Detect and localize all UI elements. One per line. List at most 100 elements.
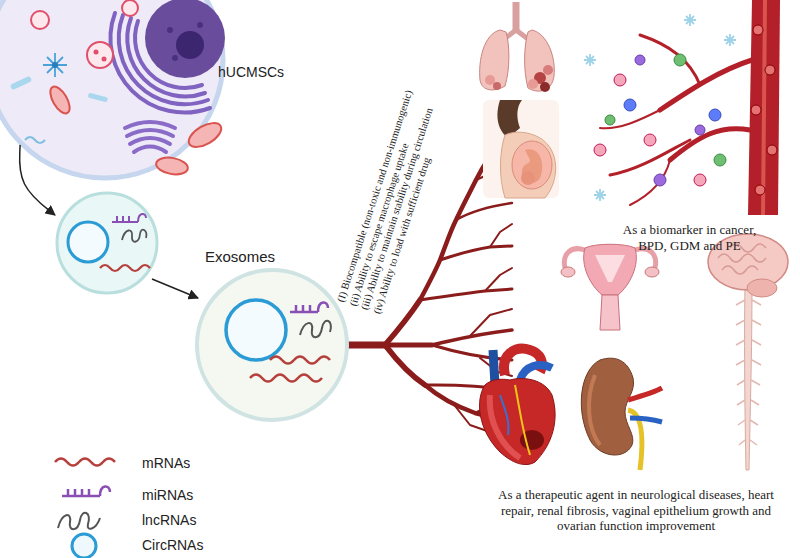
pregnancy-illustration bbox=[500, 132, 555, 198]
stem-cell-outline bbox=[122, 0, 138, 16]
node-label: hUCMSCs bbox=[218, 64, 308, 81]
cancer-vessel-illustration bbox=[674, 54, 686, 66]
vessel-tree bbox=[470, 309, 512, 336]
exosome-outline bbox=[226, 300, 286, 360]
stem-cell-outline bbox=[31, 11, 49, 29]
node-label: Exosomes bbox=[205, 248, 295, 266]
cancer-vessel-illustration bbox=[755, 185, 765, 195]
stem-cell-outline bbox=[10, 76, 32, 91]
heart-illustration bbox=[515, 385, 530, 455]
stem-cell-outline bbox=[88, 92, 109, 102]
stem-cell-outline bbox=[127, 130, 173, 136]
exosome-outline bbox=[57, 193, 157, 293]
exosome-outline bbox=[300, 321, 331, 338]
pregnancy-illustration bbox=[521, 171, 535, 185]
exosome-outline bbox=[250, 375, 322, 382]
brain-spine-illustration bbox=[747, 279, 777, 297]
uterus-illustration bbox=[561, 267, 575, 277]
stem-cell-outline bbox=[46, 84, 73, 117]
vessel-tree bbox=[385, 343, 432, 348]
kidney-illustration bbox=[589, 375, 600, 445]
vessel-tree bbox=[385, 345, 425, 385]
lungs-illustration bbox=[485, 75, 495, 85]
legend-label: CircRNAs bbox=[142, 537, 203, 554]
uterus-illustration bbox=[561, 244, 659, 330]
vessel-tree bbox=[485, 268, 512, 291]
stem-cell-outline bbox=[176, 31, 204, 59]
legend-label: lncRNAs bbox=[142, 512, 196, 529]
stem-cell-outline bbox=[167, 27, 173, 33]
stem-cell-outline bbox=[134, 147, 166, 153]
heart-illustration bbox=[500, 395, 508, 435]
cancer-vessel-illustration bbox=[605, 115, 615, 125]
uterus-illustration bbox=[600, 295, 620, 330]
vessel-tree bbox=[385, 300, 420, 345]
cancer-vessel-illustration bbox=[640, 35, 700, 85]
legend-samples bbox=[62, 486, 110, 496]
cancer-vessel-illustration bbox=[624, 99, 636, 111]
stem-cell-outline bbox=[52, 62, 58, 68]
cancer-vessel-illustration bbox=[765, 65, 775, 75]
brain-spine-illustration bbox=[708, 234, 788, 470]
legend-samples bbox=[55, 459, 115, 558]
brain-spine-illustration bbox=[736, 300, 761, 445]
cancer-vessel-illustration bbox=[600, 110, 660, 128]
stem-cell-outline bbox=[185, 118, 225, 152]
exosome-outline bbox=[122, 230, 146, 242]
legend-samples bbox=[55, 459, 115, 466]
lungs-illustration bbox=[540, 82, 550, 92]
pregnancy-illustration bbox=[483, 100, 559, 198]
cancer-vessel-illustration bbox=[584, 14, 736, 201]
heart-illustration bbox=[520, 365, 552, 380]
legend-samples bbox=[72, 534, 96, 558]
lungs-illustration bbox=[525, 30, 555, 91]
exosome-group: Exosomes bbox=[55, 190, 350, 425]
stem-cell-outline bbox=[43, 53, 67, 77]
exosome-outline bbox=[100, 265, 150, 271]
stem-cell: hUCMSCs bbox=[0, 0, 225, 180]
cancer-vessel-illustration bbox=[644, 134, 656, 146]
lungs-illustration bbox=[543, 65, 553, 75]
vessel-tree bbox=[440, 246, 512, 260]
exosome-outline bbox=[197, 270, 347, 420]
legend-samples bbox=[58, 513, 100, 530]
legend-label: mRNAs bbox=[142, 455, 190, 472]
application-caption: As a therapeutic agent in neurological d… bbox=[486, 487, 786, 534]
cancer-vessel-illustration bbox=[751, 105, 761, 115]
cancer-vessel-illustration bbox=[694, 174, 706, 186]
vessel-tree bbox=[420, 289, 512, 300]
cancer-vessel-illustration bbox=[709, 109, 721, 121]
cancer-vessel-illustration bbox=[763, 0, 765, 215]
exosome-outline bbox=[68, 222, 108, 262]
cancer-vessel-illustration bbox=[614, 74, 626, 86]
lungs-illustration bbox=[480, 30, 509, 90]
cancer-vessel-illustration bbox=[753, 25, 763, 35]
cancer-vessel-illustration bbox=[748, 0, 780, 215]
stem-cell-outline bbox=[145, 0, 225, 78]
kidney-illustration bbox=[581, 358, 633, 455]
uterus-illustration bbox=[595, 255, 625, 282]
vessel-tree bbox=[456, 203, 512, 220]
exosome-outline bbox=[152, 279, 198, 298]
vessel-tree bbox=[345, 342, 385, 349]
stem-cell-outline bbox=[125, 122, 175, 128]
uterus-illustration bbox=[645, 267, 659, 277]
exosome-outline bbox=[290, 302, 328, 312]
stem-cell-outline bbox=[155, 155, 189, 176]
vessel-tree bbox=[432, 330, 512, 345]
exosome-outline bbox=[57, 193, 347, 420]
vessel-tree bbox=[490, 224, 512, 247]
pregnancy-illustration bbox=[512, 141, 552, 189]
lungs-illustration bbox=[528, 79, 538, 89]
cancer-vessel-illustration bbox=[635, 55, 645, 65]
exosome-outline bbox=[270, 357, 330, 364]
stem-cell-outline bbox=[130, 138, 170, 144]
legend-label: miRNAs bbox=[142, 487, 193, 504]
exosome-outline bbox=[55, 190, 350, 425]
stem-cell-outline bbox=[94, 50, 99, 55]
stem-cell-outline bbox=[125, 122, 175, 152]
pregnancy-illustration bbox=[483, 100, 559, 198]
uterus-illustration bbox=[584, 244, 637, 295]
cancer-vessel-illustration bbox=[600, 35, 752, 205]
application-caption: As a biomarker in cancer, BPD, GDM and P… bbox=[612, 222, 767, 253]
